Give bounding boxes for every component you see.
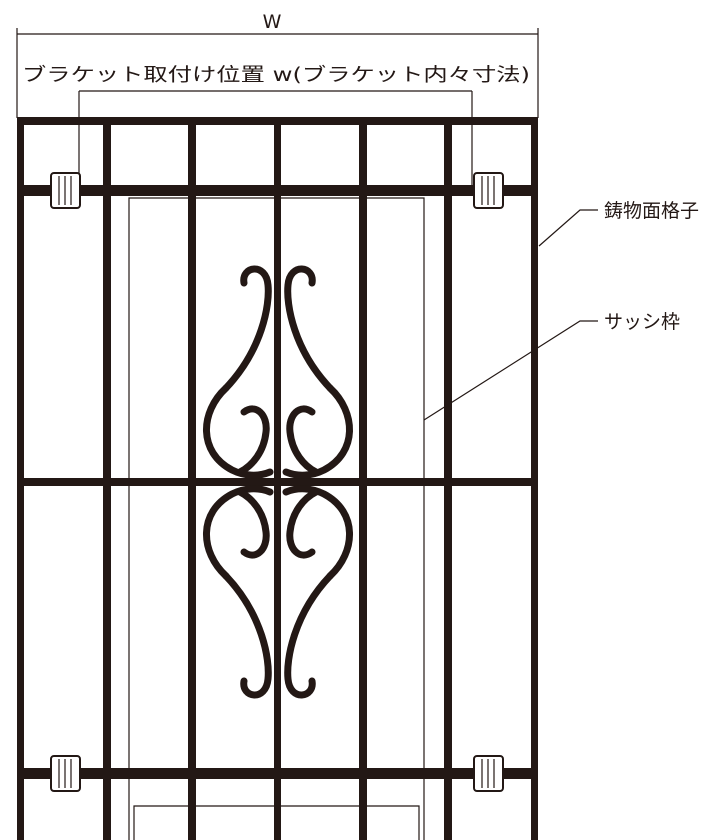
overall-width-dimension — [16, 28, 539, 118]
cast-grille — [17, 117, 538, 840]
bracket-bottom-right — [473, 755, 504, 792]
bracket-top-left — [50, 172, 81, 209]
grille-bar-3 — [274, 117, 281, 840]
grille-scroll-ornament — [203, 265, 353, 699]
grille-bar-1 — [103, 117, 111, 840]
grille-bar-2 — [188, 117, 196, 840]
mounting-brackets — [50, 172, 504, 792]
grille-callout-leader — [538, 209, 598, 247]
sash-frame-callout-label: サッシ枠 — [604, 311, 680, 333]
bracket-position-label: ブラケット取付け位置 w(ブラケット内々寸法) — [22, 64, 530, 86]
bracket-top-right — [473, 172, 504, 209]
grille-bar-5 — [444, 117, 452, 840]
sash-frame-callout-leader — [423, 320, 598, 421]
overall-width-label: W — [263, 11, 282, 33]
callout-leaders — [423, 209, 598, 421]
grille-bar-4 — [359, 117, 367, 840]
bracket-bottom-left — [50, 755, 81, 792]
grille-callout-label: 鋳物面格子 — [604, 199, 699, 222]
